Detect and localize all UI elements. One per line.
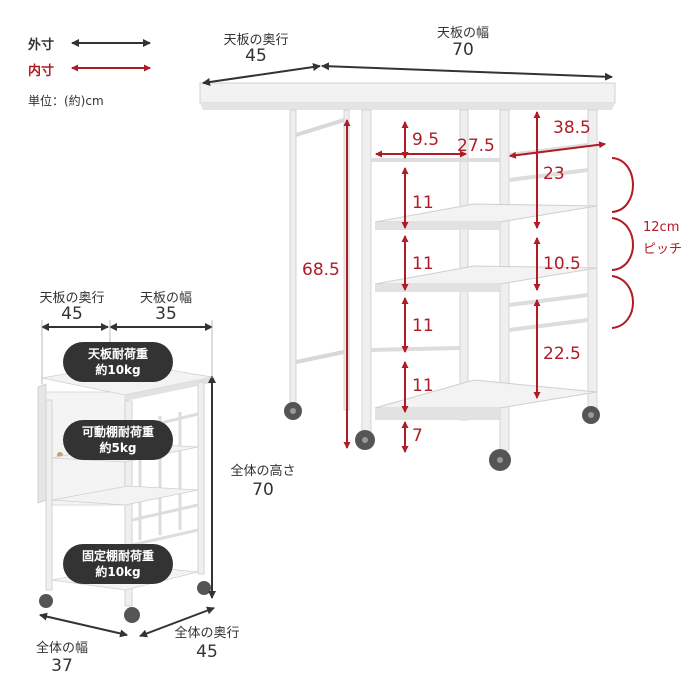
movable-shelf-load-badge: 可動棚耐荷重 約5kg (63, 420, 173, 460)
total-width-label: 全体の幅 (35, 641, 89, 656)
top-load-badge-title: 天板耐荷重 (87, 347, 148, 361)
inner-dim-23: 23 (543, 164, 565, 184)
inner-dim-11-a: 11 (412, 193, 434, 213)
inner-dim-22-5: 22.5 (543, 344, 581, 364)
total-height-value: 70 (252, 480, 274, 500)
small-outer-arrows (39, 323, 216, 638)
large-cart (199, 82, 616, 471)
small-top-width-label: 天板の幅 (139, 291, 193, 306)
fixed-shelf-badge-value: 約10kg (95, 565, 141, 579)
inner-dim-11-d: 11 (412, 376, 434, 396)
inner-dim-9-5: 9.5 (412, 130, 440, 150)
top-width-arrow (321, 62, 613, 81)
fixed-shelf-badge-title: 固定棚耐荷重 (81, 549, 154, 563)
total-depth-value: 45 (196, 642, 218, 662)
pitch-label-text: ピッチ (643, 242, 683, 257)
top-load-badge-value: 約10kg (95, 363, 141, 377)
top-depth-arrow (202, 63, 321, 86)
small-top-width-value: 35 (155, 304, 177, 324)
movable-shelf-badge-value: 約5kg (99, 441, 137, 455)
total-width-value: 37 (51, 656, 73, 676)
fixed-shelf-load-badge: 固定棚耐荷重 約10kg (63, 544, 173, 584)
large-top-width-label: 天板の幅 (436, 26, 490, 41)
total-height-label: 全体の高さ (230, 464, 296, 479)
inner-dim-10-5: 10.5 (543, 254, 581, 274)
inner-dimension-legend-label: 内寸 (28, 64, 55, 79)
large-top-depth-label: 天板の奥行 (223, 33, 289, 48)
inner-dim-38-5: 38.5 (553, 118, 591, 138)
large-height-value: 68.5 (302, 260, 340, 280)
small-cart (37, 362, 213, 623)
top-load-badge: 天板耐荷重 約10kg (63, 342, 173, 382)
pitch-label-cm: 12cm (643, 220, 680, 235)
inner-dim-27-5: 27.5 (457, 136, 495, 156)
inner-dim-7: 7 (412, 426, 423, 446)
small-top-depth-value: 45 (61, 304, 83, 324)
outer-dimension-legend-label: 外寸 (28, 38, 55, 53)
total-depth-label: 全体の奥行 (174, 626, 240, 641)
inner-dim-11-c: 11 (412, 316, 434, 336)
small-top-depth-label: 天板の奥行 (39, 291, 105, 306)
movable-shelf-badge-title: 可動棚耐荷重 (81, 425, 154, 439)
unit-label: 単位：(約)cm (28, 94, 104, 108)
large-top-depth-value: 45 (245, 46, 267, 66)
large-top-width-value: 70 (452, 40, 474, 60)
inner-dimension-arrows (343, 111, 634, 453)
inner-dim-11-b: 11 (412, 254, 434, 274)
